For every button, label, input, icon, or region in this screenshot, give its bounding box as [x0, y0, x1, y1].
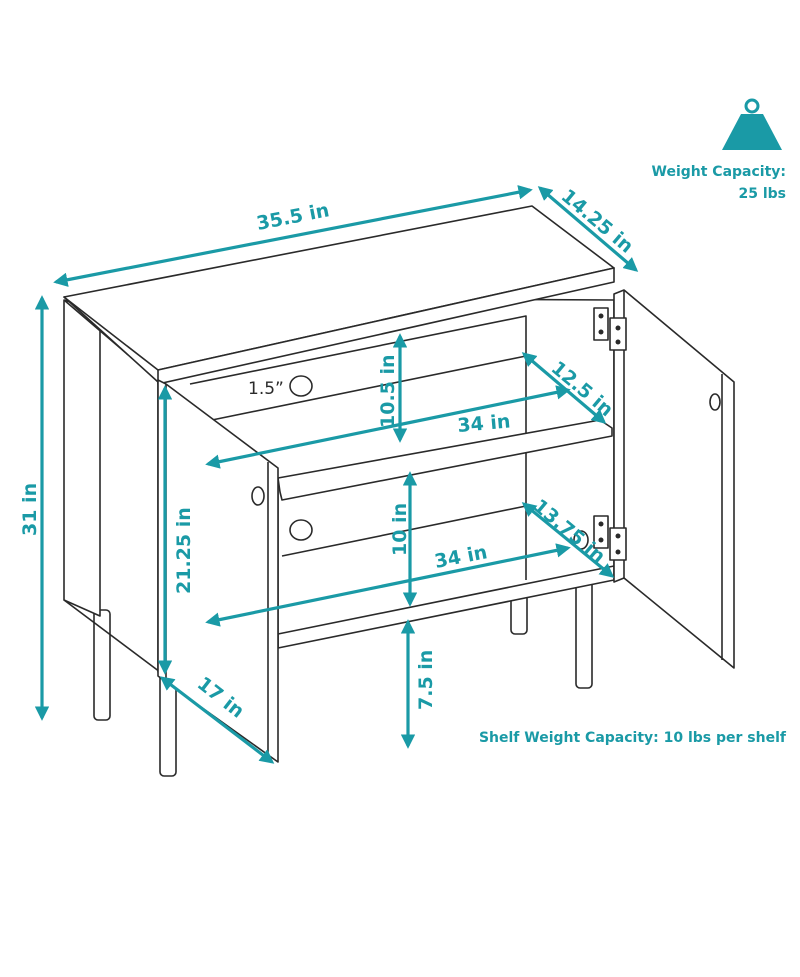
upper-shelf-depth-arrow: [521, 352, 607, 424]
leg-front-right: [575, 577, 593, 689]
upper-shelf-width-label: 34 in: [457, 410, 512, 437]
lower-shelf-depth-arrow: [521, 502, 615, 578]
door-width-arrow: [159, 676, 275, 764]
upper-shelf-width-arrow: [205, 385, 571, 469]
weight-icon: [722, 98, 782, 150]
width-arrow: [53, 185, 533, 287]
door-height-label: 21.25 in: [173, 507, 195, 594]
shelf-weight-capacity-note: Shelf Weight Capacity: 10 lbs per shelf: [479, 730, 787, 746]
weight-capacity-value: 25 lbs: [738, 186, 786, 202]
cord-hole-lower: [289, 519, 313, 541]
weight-capacity-label: Weight Capacity:: [652, 164, 787, 180]
leg-back-left: [93, 609, 111, 721]
lower-opening-height-label: 10 in: [389, 503, 411, 556]
height-label: 31 in: [19, 483, 41, 536]
right-door: [613, 289, 735, 669]
cord-hole-upper: [289, 375, 313, 397]
leg-height-label: 7.5 in: [415, 650, 437, 710]
dimension-arrows: [34, 185, 639, 764]
left-side-panel: [63, 299, 101, 617]
lower-shelf-width-arrow: [205, 543, 571, 627]
depth-arrow: [537, 186, 639, 272]
upper-opening-height-label: 10.5 in: [377, 354, 399, 428]
hinge-upper: [593, 307, 627, 351]
cord-hole-label: 1.5”: [248, 379, 284, 399]
